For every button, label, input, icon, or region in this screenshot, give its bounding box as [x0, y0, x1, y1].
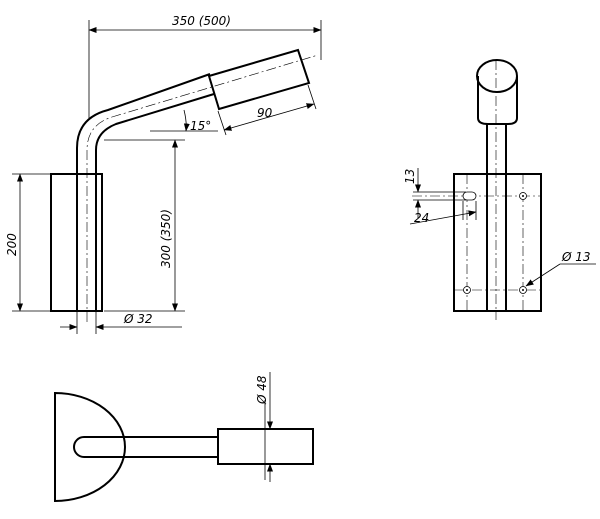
dim-head-diameter: Ø 48: [255, 375, 269, 405]
lamp-head-cylinder: [477, 76, 518, 125]
mounting-slot: [462, 191, 477, 201]
dim-pipe-diameter: Ø 32: [123, 312, 153, 326]
dim-head-length: 90: [257, 106, 273, 120]
dim-angle: 15°: [190, 119, 211, 133]
pipe-inner-edge: [95, 93, 215, 310]
dim-height: 300 (350): [159, 209, 173, 268]
top-pipe: [73, 436, 218, 458]
dim-mount-height: 200: [5, 233, 19, 256]
mounting-plate: [453, 173, 542, 312]
dim-top-length: 350 (500): [172, 14, 231, 28]
angle-arc: [183, 109, 190, 132]
dim-slot-height: 13: [403, 169, 417, 184]
hole-center-tr: [522, 195, 524, 197]
top-lamp-head: [217, 428, 314, 465]
pipe-outer-edge: [76, 73, 211, 310]
lamp-head: [207, 48, 311, 111]
ext-line-head-b: [307, 84, 317, 110]
top-plate: [54, 391, 126, 503]
dim-slot-width: 24: [414, 211, 429, 225]
dim-hole-diameter: Ø 13: [561, 250, 591, 264]
dim-line-slot-width: [409, 210, 477, 225]
hole-center-bl: [466, 289, 468, 291]
pipe-centerline: [86, 54, 319, 322]
front-view: 13 24 Ø 13: [403, 59, 596, 320]
dim-line-head-length: [223, 103, 315, 131]
lamp-head-top: [476, 59, 518, 93]
leader-hole-diameter: [525, 263, 561, 287]
side-view: 350 (500) 90 15° 300 (350) 200 Ø 32: [5, 14, 322, 334]
hole-center-br: [522, 289, 524, 291]
ext-line-head-a: [217, 110, 227, 136]
top-view: Ø 48: [54, 372, 314, 503]
